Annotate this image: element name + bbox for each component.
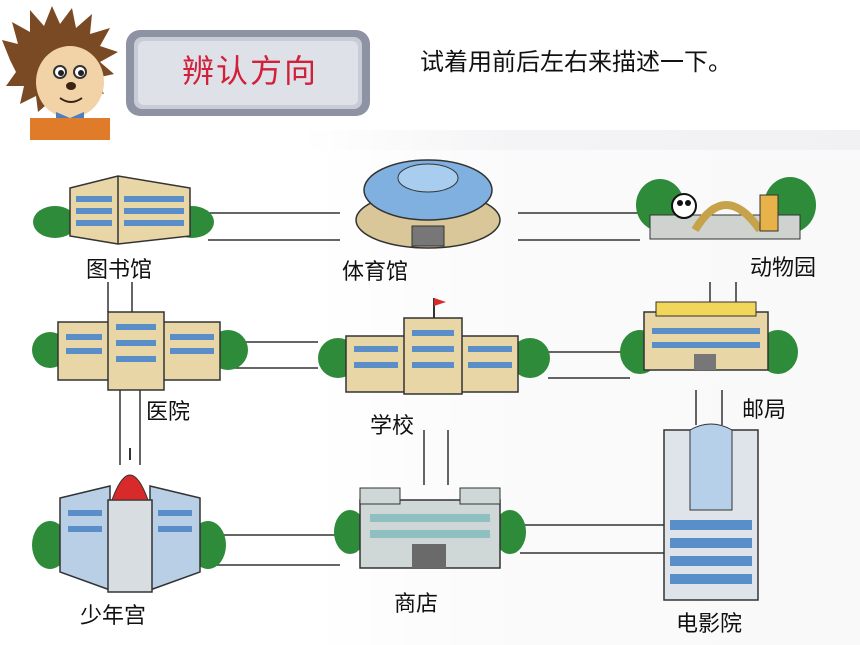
label-cinema: 电影院: [676, 612, 743, 637]
label-hospital: 医院: [146, 400, 191, 425]
road-vertical: [107, 282, 737, 485]
shop-building-icon: [334, 487, 526, 569]
title-card: [126, 30, 370, 116]
library-building-icon: [33, 175, 214, 245]
road-row3: [215, 524, 665, 566]
label-stadium: 体育馆: [342, 260, 409, 285]
youth-palace-building-icon: [32, 448, 226, 593]
instruction-text: 试着用前后左右来描述一下。: [420, 48, 732, 76]
post-office-building-icon: [620, 301, 798, 374]
hospital-building-icon: [32, 311, 248, 391]
hedgehog-mascot-icon: [2, 6, 118, 140]
label-school: 学校: [370, 414, 415, 439]
label-shop: 商店: [394, 592, 439, 617]
label-zoo: 动物园: [750, 256, 817, 281]
label-youth-palace: 少年宫: [80, 604, 147, 629]
page-title: 辨认方向: [181, 52, 318, 90]
school-building-icon: [318, 298, 550, 395]
cinema-building-icon: [663, 423, 759, 601]
stadium-building-icon: [355, 159, 501, 249]
zoo-gate-icon: [636, 177, 816, 240]
road-row1: [208, 212, 640, 241]
label-post-office: 邮局: [742, 398, 787, 423]
label-library: 图书馆: [86, 258, 153, 283]
